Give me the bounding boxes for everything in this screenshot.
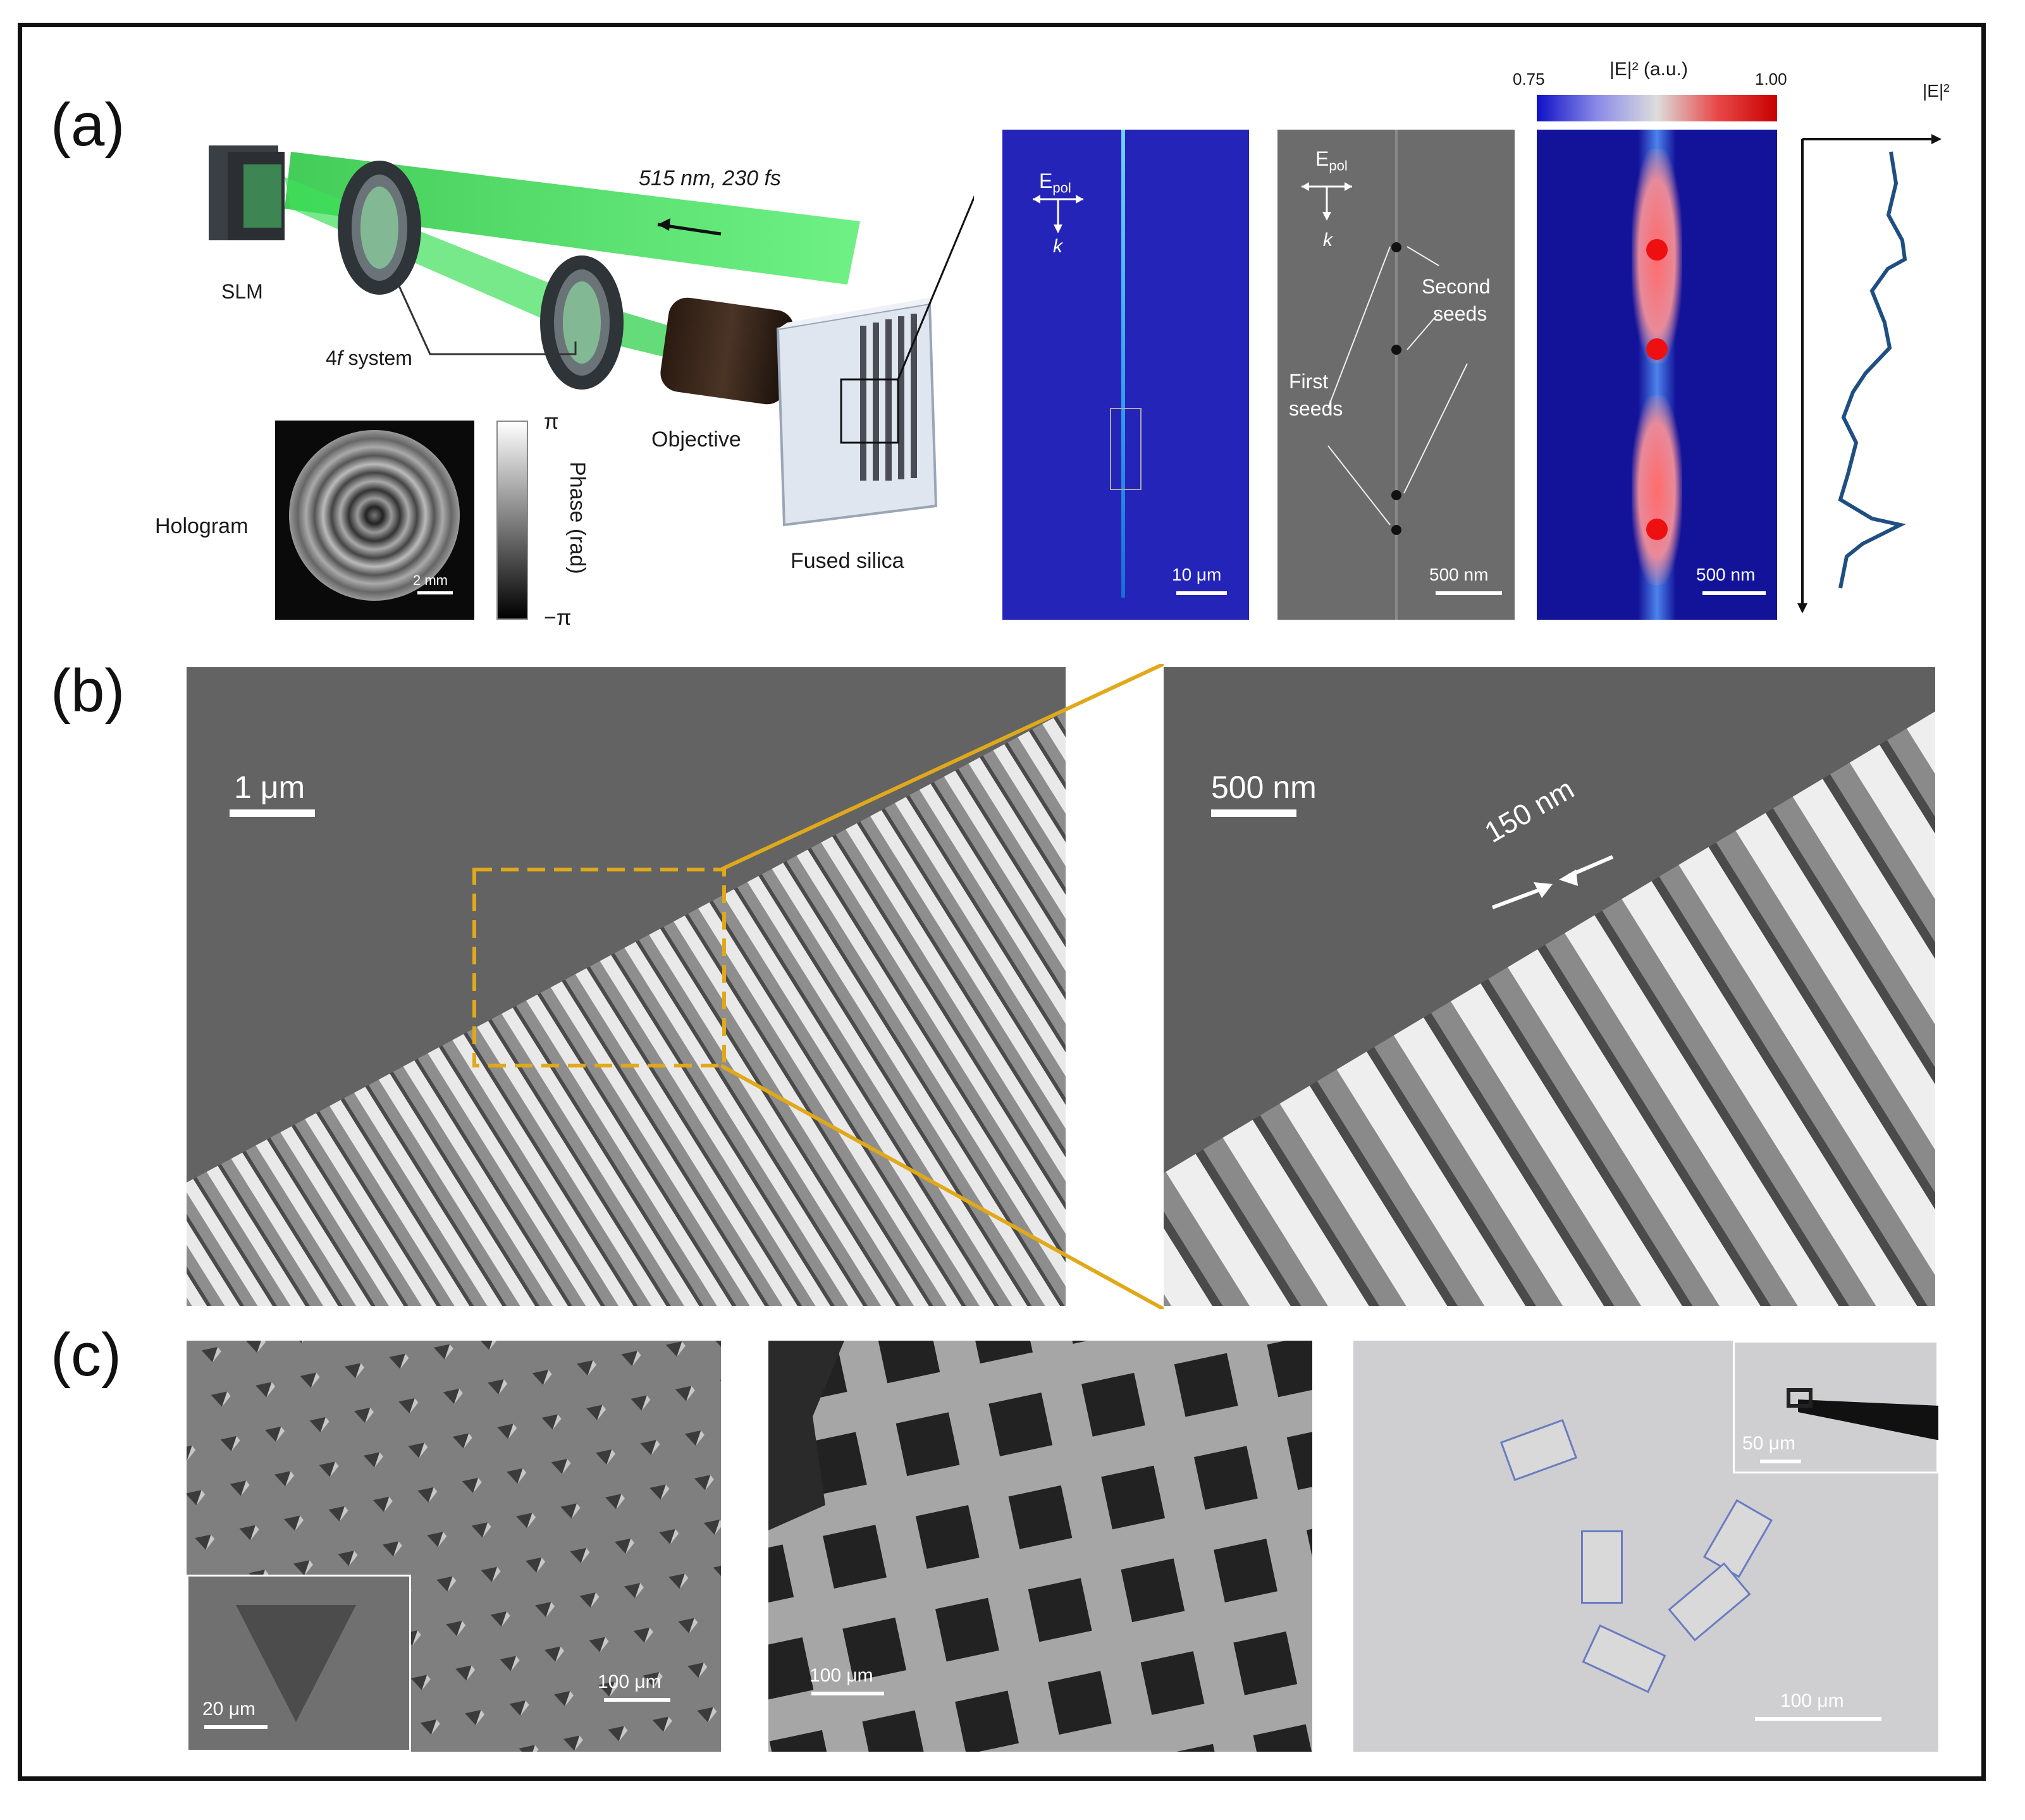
scale-label: 500 nm — [1696, 565, 1756, 584]
seed-track — [1395, 130, 1398, 620]
slm-label: SLM — [221, 280, 263, 303]
scale-label: 1 μm — [234, 770, 305, 805]
sem-grating-overview: 1 μm — [187, 667, 1066, 1306]
panel-c-label: (c) — [51, 1321, 121, 1389]
objective-label: Objective — [651, 427, 741, 452]
inset-scale-label: 50 μm — [1742, 1433, 1795, 1454]
phase-max-label: π — [544, 410, 559, 434]
fused-silica-label: Fused silica — [791, 549, 904, 573]
phase-min-label: −π — [544, 606, 572, 630]
scale-bar — [1755, 1717, 1881, 1721]
scale-label: 500 nm — [1429, 565, 1489, 584]
field-colorbar — [1537, 95, 1777, 121]
platelet — [1499, 1418, 1578, 1482]
scale-bar — [230, 809, 315, 817]
sem-seeds-panel: Epol k Second seeds First seeds 500 nm — [1277, 130, 1515, 620]
sem-square-array: 100 μm — [768, 1341, 1312, 1752]
4f-system-label: 4f system — [326, 347, 412, 369]
k-label: k — [1323, 230, 1333, 250]
scale-bar — [1436, 591, 1502, 595]
peak — [1646, 239, 1668, 261]
first-seeds-label-2: seeds — [1289, 397, 1343, 420]
pyramid-inset: 20 μm — [187, 1575, 411, 1752]
simulation-blue-panel: Epol k 10 μm — [1002, 130, 1249, 620]
scale-label: 100 μm — [809, 1665, 873, 1686]
phase-colorbar — [496, 421, 528, 620]
laser-beam — [285, 152, 860, 285]
scale-bar — [1176, 591, 1227, 595]
scale-bar — [1702, 591, 1766, 595]
sem-pyramids: 20 μm 100 μm — [187, 1341, 721, 1752]
epol-label: Epol — [1315, 147, 1348, 174]
sem-grating-zoom: 500 nm 150 nm — [1164, 667, 1935, 1306]
fused-silica-block — [776, 302, 938, 527]
colorbar-min: 0.75 — [1513, 70, 1545, 89]
colorbar-max: 1.00 — [1755, 70, 1787, 89]
inset-scale-label: 20 μm — [202, 1699, 255, 1719]
optical-platelets: 50 μm 100 μm — [1353, 1341, 1938, 1752]
peak — [1646, 519, 1668, 540]
scale-label: 100 μm — [598, 1671, 662, 1692]
seed-dot — [1391, 490, 1401, 500]
zoom-connector — [721, 664, 1164, 1309]
hologram-image: 2 mm — [275, 421, 474, 620]
second-seeds-label-2: seeds — [1433, 302, 1487, 325]
profile-axis-label: |E|² — [1923, 81, 1950, 101]
scale-label: 100 μm — [1780, 1690, 1844, 1711]
field-intensity-map: 500 nm — [1537, 130, 1777, 620]
laser-parameters: 515 nm, 230 fs — [639, 166, 781, 190]
colorbar-label: |E|² (a.u.) — [1610, 59, 1688, 80]
scale-bar — [1211, 809, 1296, 817]
seed-dot — [1391, 242, 1401, 252]
peak — [1646, 338, 1668, 360]
second-seeds-label: Second — [1422, 275, 1491, 298]
platelet — [1702, 1499, 1773, 1578]
scale-bar — [604, 1698, 670, 1702]
scale-label: 10 μm — [1172, 565, 1222, 584]
panel-b-label: (b) — [51, 657, 125, 725]
scale-label: 500 nm — [1211, 770, 1317, 805]
platelet-inset: 50 μm — [1733, 1341, 1938, 1473]
zoom-region — [472, 868, 726, 1067]
platelet — [1582, 1624, 1666, 1694]
laser-track — [1121, 130, 1125, 598]
intensity-profile-plot — [1797, 134, 1942, 613]
objective-lens — [660, 297, 794, 405]
zoom-box — [1110, 408, 1142, 490]
seed-dot — [1391, 525, 1401, 535]
hotspot — [1632, 395, 1682, 585]
scale-bar — [204, 1725, 268, 1729]
hologram-label: Hologram — [155, 514, 249, 538]
epol-label: Epol — [1039, 169, 1071, 196]
seed-dot — [1391, 345, 1401, 355]
panel-a-label: (a) — [51, 91, 125, 159]
optical-setup-illustration — [209, 145, 974, 527]
platelet — [1581, 1530, 1623, 1604]
phase-axis-label: Phase (rad) — [565, 462, 589, 574]
k-label: k — [1053, 236, 1062, 257]
scale-bar — [811, 1692, 884, 1695]
scale-bar — [1760, 1460, 1801, 1463]
hologram-scale-label: 2 mm — [413, 572, 448, 588]
first-seeds-label: First — [1289, 370, 1329, 393]
